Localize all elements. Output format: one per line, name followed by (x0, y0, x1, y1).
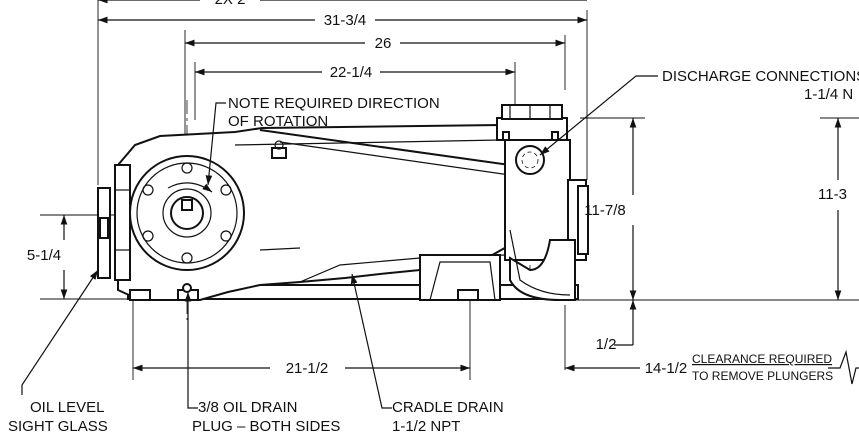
fluid-end (496, 104, 589, 301)
callout-discharge-1: DISCHARGE CONNECTIONS ( (662, 68, 859, 85)
callout-clearance-2: TO REMOVE PLUNGERS (692, 369, 833, 383)
dim-base-length: 21-1/2 (286, 360, 329, 377)
dimension-lines (60, 0, 859, 385)
callout-oil-level-2: SIGHT GLASS (8, 418, 108, 435)
callout-discharge-2: 1-1/4 N (804, 86, 853, 103)
callout-oil-drain-2: PLUG – BOTH SIDES (192, 418, 340, 435)
dim-right-height-partial: 11-3 (818, 186, 847, 203)
flange-assembly (129, 155, 245, 293)
callout-oil-drain-1: 3/8 OIL DRAIN (198, 399, 297, 416)
dim-discharge-height: 11-7/8 (584, 202, 625, 219)
leader-lines (21, 75, 658, 409)
extension-lines (40, 0, 859, 380)
dim-top-cut: 2X 2 (215, 0, 246, 8)
dim-shaft-height: 5-1/4 (27, 247, 61, 264)
callout-rotation-2: OF ROTATION (228, 113, 328, 130)
callout-cradle-1: CRADLE DRAIN (392, 399, 504, 416)
dim-shaft-to-plunger: 26 (375, 35, 392, 52)
callout-clearance-1: CLEARANCE REQUIRED (692, 352, 832, 366)
dim-base-offset: 1/2 (596, 336, 617, 353)
callout-rotation-1: NOTE REQUIRED DIRECTION (228, 95, 440, 112)
callout-oil-level-1: OIL LEVEL (30, 399, 105, 416)
dim-clearance: 14-1/2 (645, 360, 688, 377)
callout-cradle-2: 1-1/2 NPT (392, 418, 460, 435)
dim-overall-length: 31-3/4 (324, 12, 367, 29)
dim-shaft-to-inner: 22-1/4 (330, 64, 373, 81)
